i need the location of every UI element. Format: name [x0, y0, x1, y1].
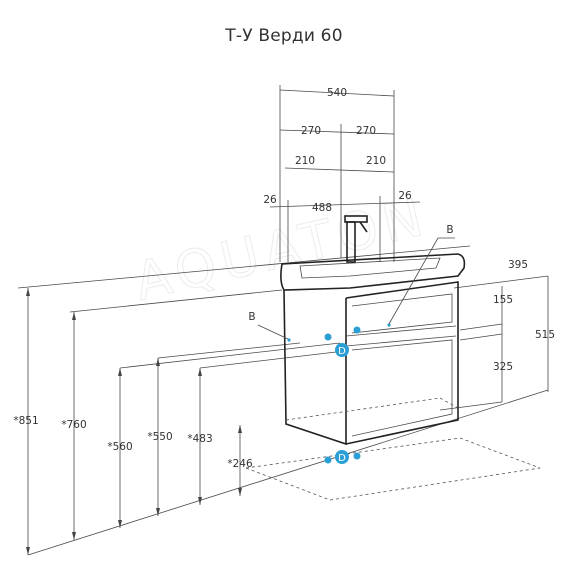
- washbasin: [280, 215, 466, 291]
- connection-markers: D D: [257, 237, 455, 464]
- marker-dot: [324, 333, 332, 341]
- dim-560: *560: [107, 441, 132, 453]
- dim-851: *851: [13, 415, 38, 427]
- height-dimension-lines: [26, 276, 549, 555]
- watermark-text: AQUATON: [129, 187, 434, 313]
- dim-26-left: 26: [263, 194, 277, 206]
- dim-488: 488: [312, 202, 332, 214]
- dim-246: *246: [227, 458, 253, 470]
- marker-d-lower-label: D: [338, 453, 346, 464]
- dim-515: 515: [535, 329, 555, 341]
- width-dimension-lines: [269, 85, 421, 262]
- dimension-labels: 540 270 270 210 210 26 26 488 395 155 51…: [13, 87, 555, 470]
- marker-b-left: B: [248, 311, 255, 323]
- marker-dot: [387, 323, 391, 327]
- marker-dot: [353, 452, 361, 460]
- dim-26-right: 26: [398, 190, 412, 202]
- dim-395: 395: [508, 259, 528, 271]
- dim-550: *550: [147, 431, 172, 443]
- dim-210-right: 210: [366, 155, 386, 167]
- dim-483: *483: [187, 433, 212, 445]
- marker-d-upper: [335, 343, 349, 357]
- marker-dot: [353, 326, 361, 334]
- dim-210-left: 210: [295, 155, 315, 167]
- diagram-title: Т-У Верди 60: [225, 26, 343, 46]
- dim-540: 540: [327, 87, 347, 99]
- perspective-lines: [17, 245, 549, 556]
- dim-270-left: 270: [301, 125, 321, 137]
- marker-d-lower: [335, 450, 349, 464]
- marker-d-upper-label: D: [338, 346, 346, 357]
- dim-270-right: 270: [356, 125, 376, 137]
- cabinet: [283, 281, 459, 446]
- marker-dot: [324, 456, 332, 464]
- floor-projection: [245, 437, 541, 501]
- dim-325: 325: [493, 361, 513, 373]
- dim-155: 155: [493, 294, 513, 306]
- marker-b-right: B: [446, 224, 453, 236]
- dim-760: *760: [61, 419, 86, 431]
- marker-dot: [287, 338, 291, 342]
